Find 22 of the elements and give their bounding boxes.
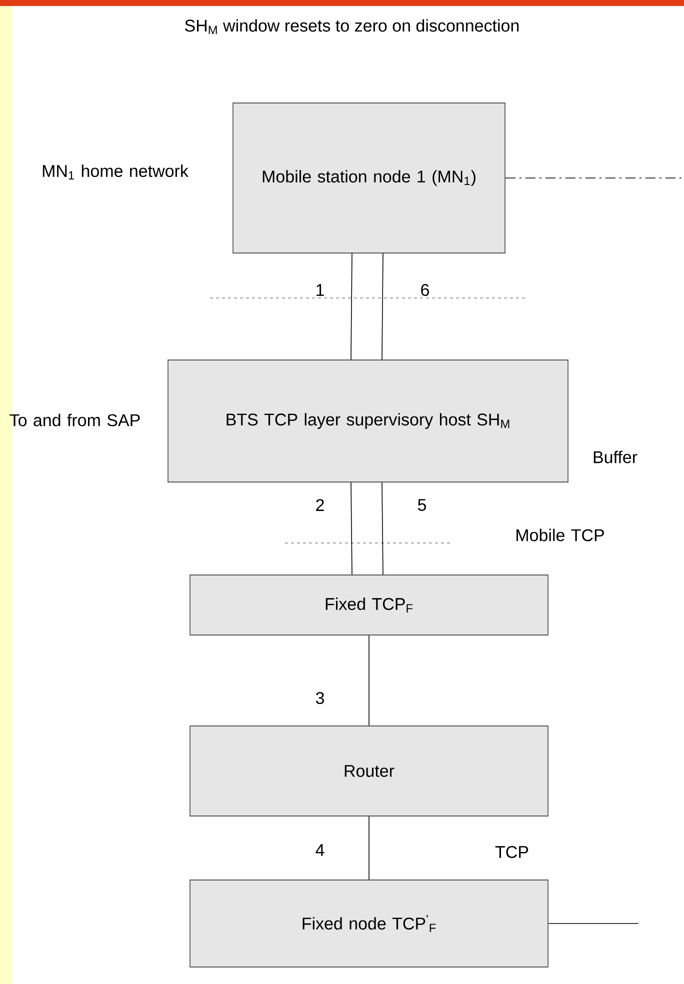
process-box: Router [190, 726, 548, 816]
connector-line [368, 816, 370, 880]
connector-line [350, 253, 352, 360]
connector-line [382, 253, 384, 360]
title: SH$_{M}$ window resets to zero on disconnection [185, 19, 519, 34]
process-box: Fixed TCP$_{F}$ [190, 574, 548, 636]
edge-label: 4 [314, 843, 326, 857]
side-label: MN$_{1}$ home network [42, 164, 188, 180]
side-label: Mobile TCP [516, 528, 604, 542]
side-label: To and from SAP [10, 414, 140, 426]
edge-label: 1 [314, 283, 326, 297]
process-box: BTS TCP layer supervisory host SH$_{M}$ [168, 360, 568, 482]
connector-line [382, 482, 384, 575]
process-box: Fixed node TCP$^{'}$F [190, 880, 548, 968]
side-label: Buffer [594, 450, 638, 464]
process-box: Mobile station node 1 (MN$_{1}$) [232, 102, 506, 254]
edge-label: 2 [314, 498, 326, 512]
side-label: TCP [495, 846, 528, 858]
connector-line [368, 635, 370, 726]
edge-label: 5 [416, 498, 428, 512]
connector-line [548, 923, 639, 924]
connector-line [350, 482, 352, 575]
